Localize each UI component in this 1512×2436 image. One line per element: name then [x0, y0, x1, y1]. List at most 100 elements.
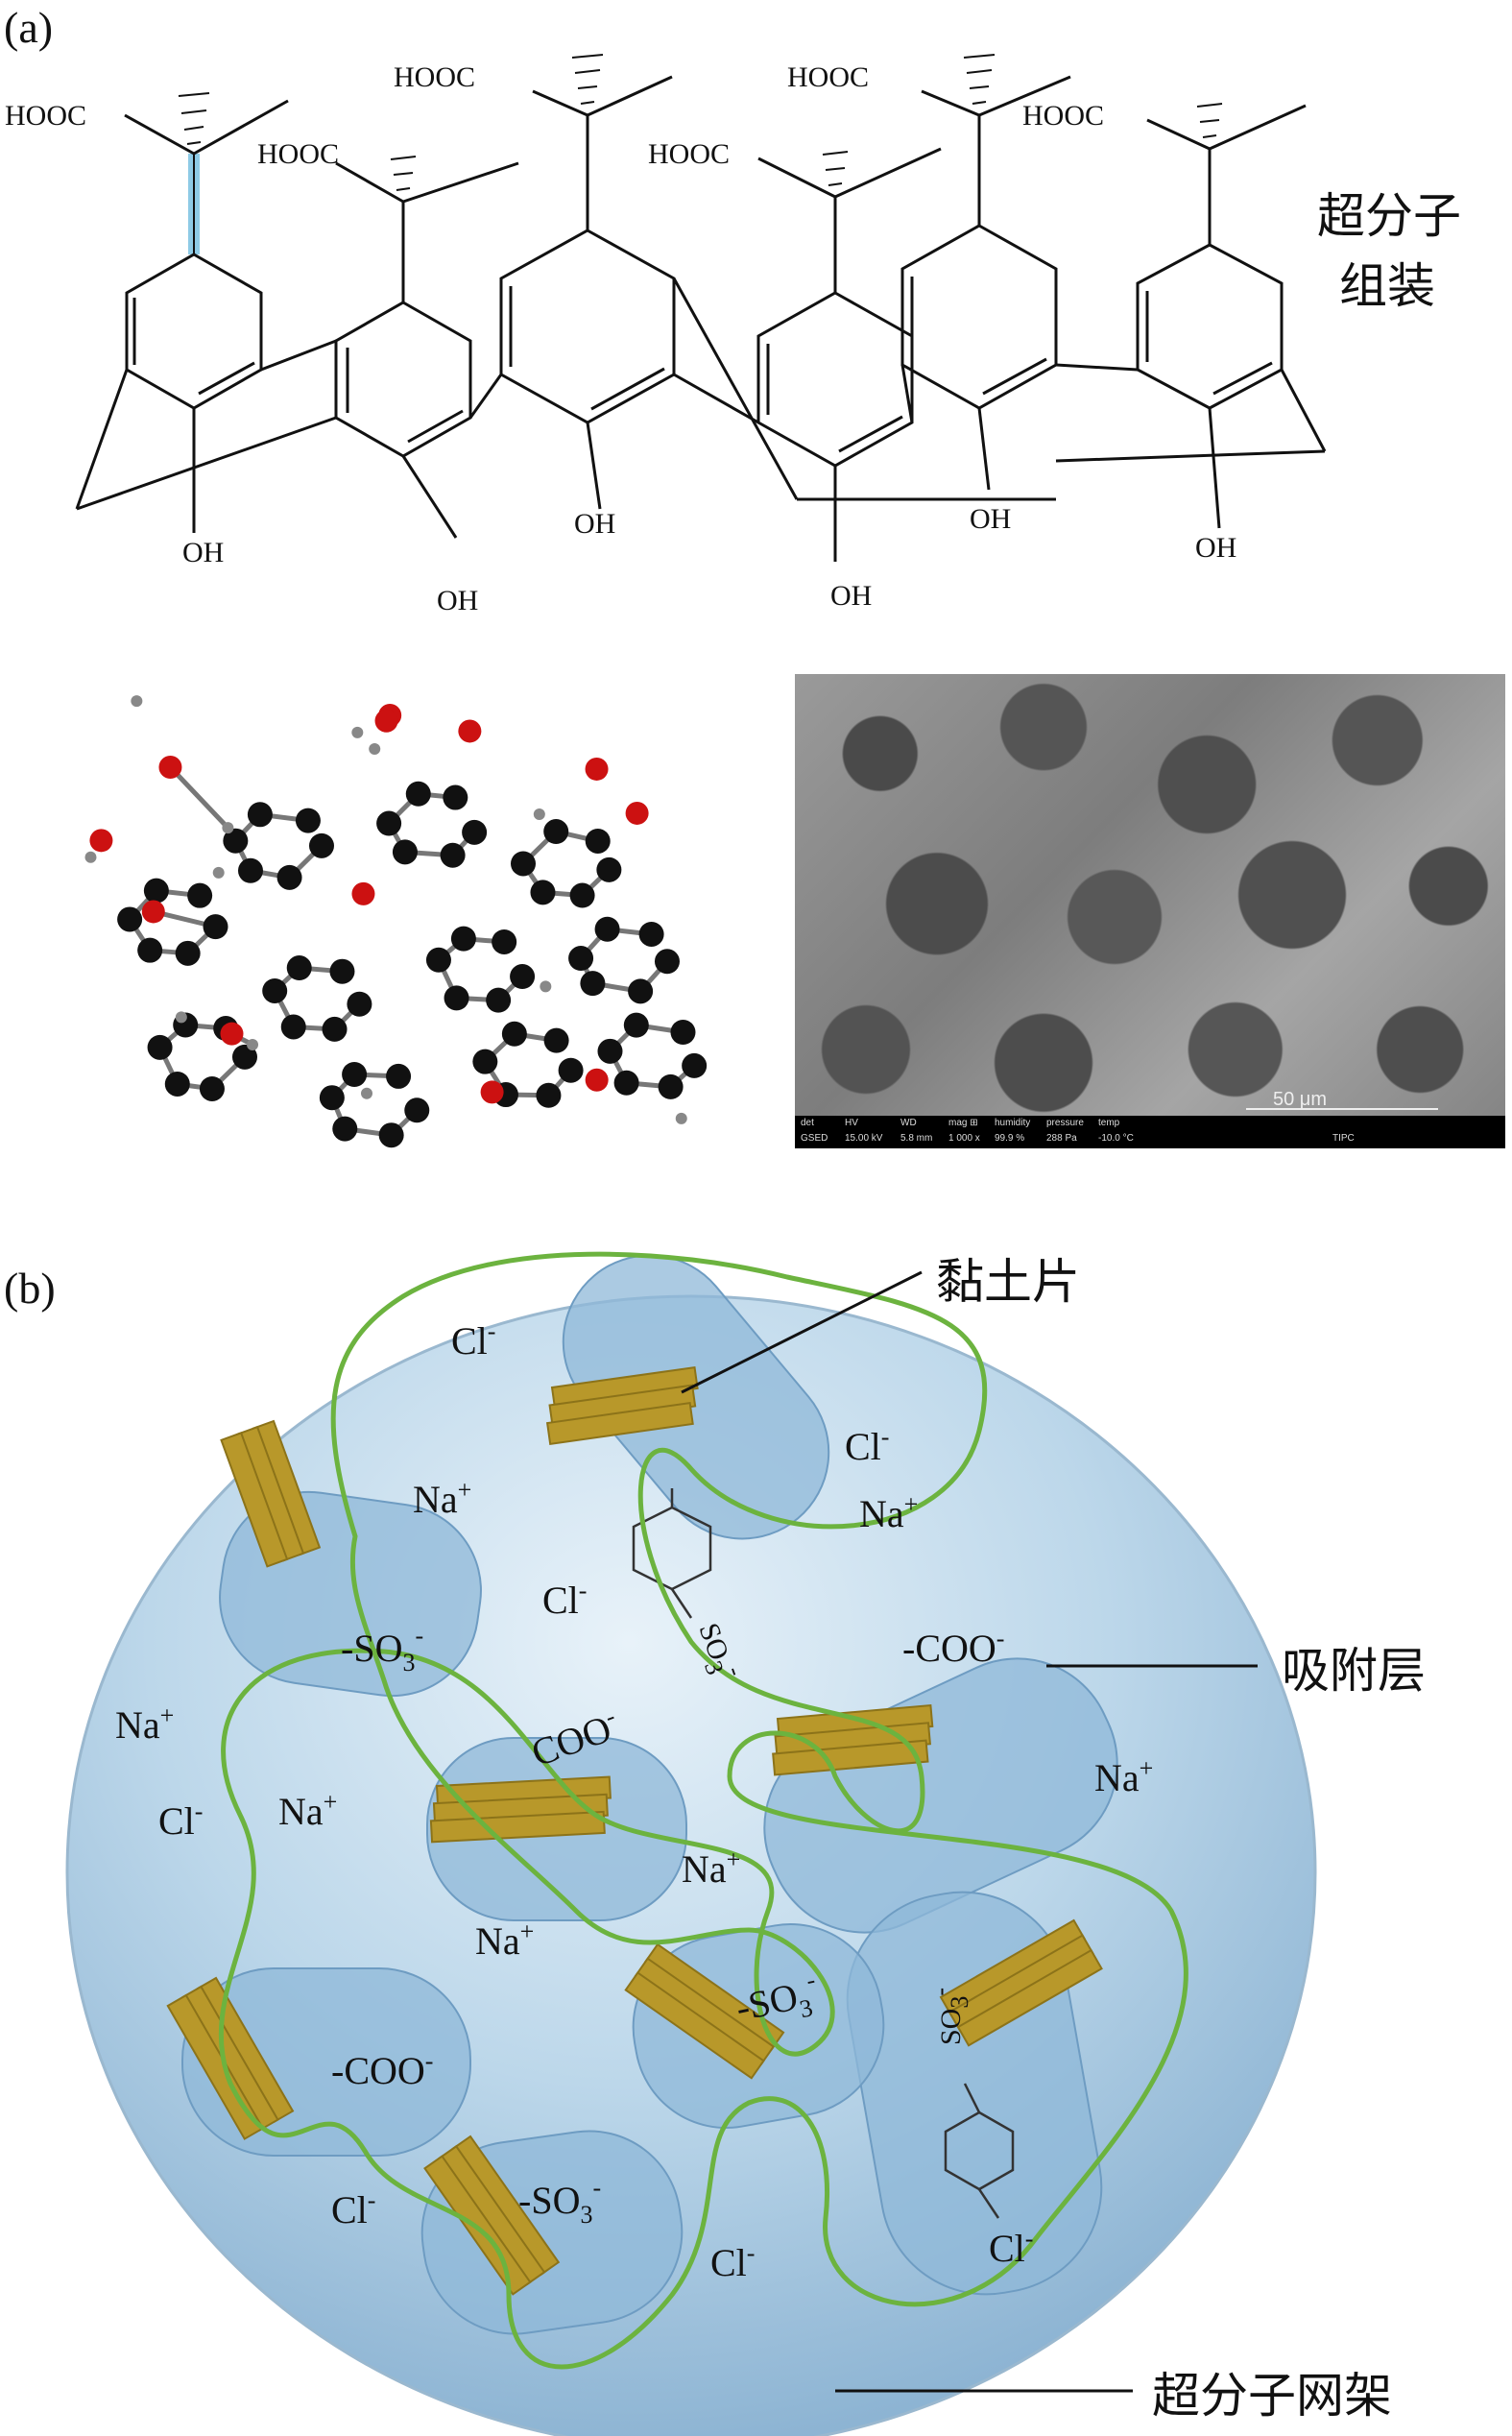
oxygen-atom — [585, 757, 609, 781]
sem-info-bar: det HV WD mag ⊞ humidity pressure temp G… — [795, 1116, 1505, 1148]
sem-scale-label: 50 μm — [1273, 1089, 1327, 1110]
ion-cl-5: Cl- — [331, 2186, 375, 2231]
hydrogen-atom — [675, 1112, 687, 1124]
hydrogen-atom — [222, 822, 234, 834]
carbon-atom — [378, 1122, 404, 1148]
hydrogen-atom — [212, 866, 225, 879]
carbon-atom — [319, 1085, 345, 1111]
carbon-atom — [342, 1062, 368, 1088]
carbon-atom — [682, 1052, 708, 1078]
carbon-atom — [638, 921, 664, 947]
ion-cl-7: Cl- — [989, 2225, 1033, 2270]
sem-scale-bar — [1246, 1108, 1438, 1110]
ion-na-3: Na+ — [115, 1701, 174, 1747]
carbon-atom — [486, 987, 512, 1013]
carbon-atom — [628, 978, 654, 1004]
carbon-atom — [462, 819, 488, 845]
carbon-atom — [237, 857, 263, 883]
carbon-atom — [530, 880, 556, 905]
oh-label-2: OH — [437, 585, 478, 616]
sulfonate-group-3: -SO3- — [518, 2174, 601, 2229]
ion-cl-3: Cl- — [542, 1577, 587, 1622]
calixarene-structure-diagram: HOOC HOOC HOOC HOOC HOOC HOOC OH OH OH O… — [5, 54, 1327, 616]
oxygen-atom — [89, 829, 113, 853]
carbon-atom — [568, 946, 594, 972]
carbon-atom — [223, 828, 249, 854]
ion-na-4: Na+ — [278, 1788, 337, 1833]
carbon-atom — [308, 832, 334, 858]
carbon-atom — [654, 949, 680, 975]
carbon-atom — [262, 977, 288, 1003]
carbon-atom — [117, 906, 143, 932]
carbon-atom — [511, 851, 537, 877]
ion-na-2: Na+ — [413, 1476, 471, 1521]
carboxylate-group-3: -COO- — [331, 2047, 433, 2092]
carbon-atom — [492, 929, 517, 954]
hydrogen-atom — [351, 726, 364, 738]
carbon-atom — [613, 1070, 639, 1096]
hydrogen-atom — [84, 851, 97, 863]
carbon-atom — [332, 1116, 358, 1142]
hooc-label-1: HOOC — [5, 100, 86, 132]
oxygen-atom — [458, 719, 482, 743]
molecular-bond — [168, 765, 230, 830]
carbon-atom — [670, 1019, 696, 1045]
oxygen-atom — [220, 1022, 244, 1046]
ion-cl-1: Cl- — [451, 1317, 495, 1363]
carbon-atom — [199, 1075, 225, 1101]
hydrogen-atom — [131, 695, 143, 708]
carbon-atom — [450, 926, 476, 952]
oh-label-3: OH — [574, 508, 615, 540]
sem-porous-image — [795, 674, 1505, 1116]
supramolecular-assembly-label-line1: 超分子 — [1317, 188, 1461, 244]
ion-na-6: Na+ — [682, 1845, 740, 1891]
carboxylate-group-1: -COO- — [902, 1625, 1004, 1670]
carbon-atom — [322, 1016, 348, 1042]
oxygen-atom — [351, 881, 375, 905]
carbon-atom — [392, 839, 418, 865]
hooc-label-3: HOOC — [394, 61, 475, 93]
carbon-atom — [329, 958, 355, 984]
oh-label-5: OH — [970, 503, 1011, 535]
hydrogen-atom — [247, 1038, 259, 1050]
carbon-atom — [543, 1027, 569, 1053]
carbon-atom — [597, 1038, 623, 1064]
carbon-atom — [276, 864, 302, 890]
panel-a-label: (a) — [4, 3, 54, 52]
hydrogen-atom — [369, 743, 381, 756]
carbon-atom — [175, 940, 201, 966]
carbon-atom — [347, 991, 372, 1017]
supramolecular-network-line — [218, 1251, 1188, 2370]
hooc-label-6: HOOC — [1022, 100, 1104, 132]
ball-and-stick-model — [84, 695, 708, 1148]
sem-micrograph: 50 μm det HV WD mag ⊞ humidity pressure … — [795, 674, 1505, 1148]
ion-cl-6: Cl- — [710, 2239, 755, 2284]
ion-na-5: Na+ — [1094, 1754, 1153, 1799]
oh-label-1: OH — [182, 537, 224, 568]
carbon-atom — [295, 808, 321, 833]
carbon-atom — [147, 1034, 173, 1060]
oh-label-4: OH — [830, 580, 872, 612]
carbon-atom — [536, 1082, 562, 1108]
carbon-atom — [164, 1071, 190, 1097]
oxygen-atom — [374, 709, 398, 733]
carbon-atom — [658, 1073, 684, 1099]
ion-na-7: Na+ — [475, 1917, 534, 1963]
hooc-label-5: HOOC — [787, 61, 869, 93]
carbon-atom — [472, 1049, 498, 1074]
hydrogen-atom — [540, 980, 552, 993]
carbon-atom — [501, 1021, 527, 1047]
carbon-atom — [569, 882, 595, 908]
carbon-atom — [443, 784, 468, 810]
oxygen-atom — [625, 801, 649, 825]
carbon-atom — [137, 937, 163, 963]
hooc-label-4: HOOC — [648, 138, 730, 170]
carbon-atom — [280, 1014, 306, 1040]
hydrogen-atom — [533, 808, 545, 821]
ion-cl-4: Cl- — [158, 1797, 203, 1843]
oxygen-atom — [141, 900, 165, 924]
adsorption-layer-callout: 吸附层 — [1282, 1643, 1426, 1699]
carbon-atom — [203, 914, 228, 940]
carbon-atom — [585, 828, 611, 854]
carbon-atom — [558, 1057, 584, 1083]
